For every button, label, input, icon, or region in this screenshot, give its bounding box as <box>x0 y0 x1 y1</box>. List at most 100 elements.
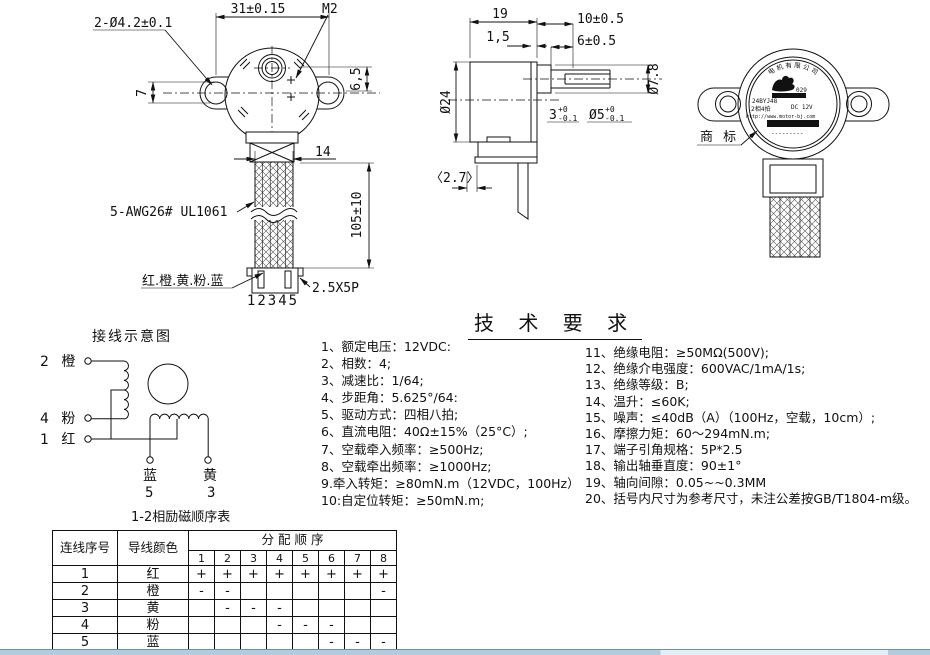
seq-cell <box>370 616 397 634</box>
dim-14-label: 14 <box>315 145 331 160</box>
seq-col: 2 <box>214 550 241 566</box>
tech-item: 4、步距角：5.625°/64: <box>321 390 458 406</box>
dim-m2-label: M2 <box>322 2 338 17</box>
seq-cell <box>344 599 371 617</box>
seq-cell: + <box>318 565 345 583</box>
seq-cell <box>240 616 267 634</box>
bottom-window-edge <box>0 649 930 655</box>
seq-col: 8 <box>370 550 397 566</box>
rear-wire-bundle <box>769 196 821 258</box>
seq-col: 4 <box>266 550 293 566</box>
seq-cell: - <box>266 616 293 634</box>
tech-item: 3、减速比：1/64; <box>321 373 424 389</box>
bird-logo <box>772 75 795 92</box>
dim-31-label: 31±0.15 <box>231 2 286 17</box>
seq-cell: - <box>240 599 267 617</box>
seq-cell: - <box>344 633 371 651</box>
dim-10-label: 10±0.5 <box>577 12 624 27</box>
seq-cell <box>188 633 215 651</box>
side-wire <box>517 163 529 220</box>
svg-text:3: 3 <box>549 108 557 123</box>
tech-item: 19、轴向间隙：0.05~~0.3MM <box>585 474 767 490</box>
col-header-sequence: 分 配 顺 序 <box>188 530 397 551</box>
nameplate-url: http://www.motor-bj.com <box>746 114 815 120</box>
seq-cell <box>188 616 215 634</box>
seq-cell <box>214 616 241 634</box>
tech-requirements-title: 技 术 要 求 <box>468 307 643 340</box>
dim-15-label: 1,5 <box>486 30 509 45</box>
tech-item: 2、相数：4; <box>321 356 392 372</box>
tech-item: 11、绝缘电阻：≥50MΩ(500V); <box>585 345 769 360</box>
dim-d24-label: Ø24 <box>439 90 454 114</box>
seq-cell: + <box>370 565 397 583</box>
wire-color: 粉 <box>117 616 189 634</box>
seq-cell <box>344 616 371 634</box>
side-view-drawing: 19 10±0.5 1,5 6±0.5 Ø24 Ø7.8 3 +0 -0.1 Ø… <box>430 7 662 220</box>
seq-cell <box>292 599 319 617</box>
tech-item: 14、温升：≤60K; <box>585 393 690 409</box>
nameplate-model: 24BYJ48 <box>752 98 778 105</box>
trademark-label: 商 标 <box>700 130 739 145</box>
table-row: 2 橙 - - - <box>52 582 397 600</box>
seq-cell: + <box>214 565 241 583</box>
dim-65-label: 6,5 <box>349 67 364 90</box>
dim-d78-label: Ø7.8 <box>647 63 662 94</box>
front-flange <box>245 131 299 144</box>
seq-cell <box>240 633 267 651</box>
col-header-wire-no: 连线序号 <box>52 530 118 566</box>
arc-tick-marks <box>237 58 310 121</box>
coil-b <box>149 413 209 457</box>
seq-cell: - <box>318 633 345 651</box>
terminal-2-node <box>84 357 92 365</box>
seq-cell: - <box>214 582 241 600</box>
tech-item: 9.牵入转矩：≥80mN.m（12VDC，100Hz） <box>321 475 580 491</box>
seq-cell <box>292 633 319 651</box>
side-motor-body <box>469 61 538 143</box>
tech-item: 20、括号内尺寸为参考尺寸，未注公差按GB/T1804-m级。 <box>585 490 918 506</box>
yellow-label: 黄 <box>203 467 217 484</box>
seq-cell <box>266 633 293 651</box>
tech-item: 13、绝缘等级：B; <box>585 377 689 393</box>
terminal-1-label: 1 红 <box>40 432 79 448</box>
seq-cell <box>370 599 397 617</box>
wire-no: 5 <box>52 633 118 651</box>
seq-cell: + <box>188 565 215 583</box>
nameplate-voltage: DC 12V <box>791 104 813 111</box>
wire-no: 1 <box>52 565 118 583</box>
wire-no: 3 <box>52 599 118 617</box>
dim-6-label: 6±0.5 <box>577 34 616 49</box>
nameplate-barcode <box>767 120 819 127</box>
table-row: 1 红 + + + + + + + + <box>52 565 397 583</box>
wire-no: 4 <box>52 616 118 634</box>
tech-item: 5、驱动方式：四相八拍; <box>321 407 459 423</box>
tech-item: 8、空载牵出频率：≥1000Hz; <box>321 458 492 474</box>
dim-mount-hole-label: 2-Ø4.2±0.1 <box>94 16 172 31</box>
wire-color: 红 <box>117 565 189 583</box>
dim-d5-tolerance: Ø5 +0 -0.1 <box>587 105 632 123</box>
excitation-sequence-table: 连线序号 导线颜色 分 配 顺 序 1 2 3 4 5 6 7 8 1 红 + … <box>52 530 397 651</box>
tech-item: 10:自定位转矩：≥50mN.m; <box>321 492 485 508</box>
m2-screw-holes <box>287 76 295 101</box>
seq-cell: - <box>318 616 345 634</box>
col-header-wire-color: 导线颜色 <box>117 530 189 566</box>
tech-item: 15、噪声：≤40dB（A）（100Hz，空载，10cm）; <box>585 409 876 425</box>
seq-col: 5 <box>292 550 319 566</box>
svg-text:-0.1: -0.1 <box>558 114 577 123</box>
tech-item: 18、输出轴垂直度：90±1° <box>585 458 742 474</box>
tech-item: 17、端子引角规格：5P*2.5 <box>585 442 743 458</box>
tech-item: 1、额定电压：12VDC: <box>321 339 451 354</box>
seq-cell <box>344 582 371 600</box>
front-view-drawing: 31±0.15 M2 2-Ø4.2±0.1 7 6,5 14 105±10 5-… <box>93 2 380 309</box>
side-connector-plate <box>474 156 538 164</box>
seq-cell: + <box>266 565 293 583</box>
terminal-4-label: 4 粉 <box>40 411 79 427</box>
seq-col: 1 <box>188 550 215 566</box>
wiring-diagram: 接线示意图 2 橙 4 粉 1 红 蓝 5 黄 3 <box>40 328 217 501</box>
dim-19-label: 19 <box>492 7 508 22</box>
wiring-title: 接线示意图 <box>92 328 172 345</box>
seq-col: 6 <box>318 550 345 566</box>
nameplate-serial: --------- <box>771 130 804 137</box>
tech-item: 7、空载牵入频率：≥500Hz; <box>321 441 484 457</box>
